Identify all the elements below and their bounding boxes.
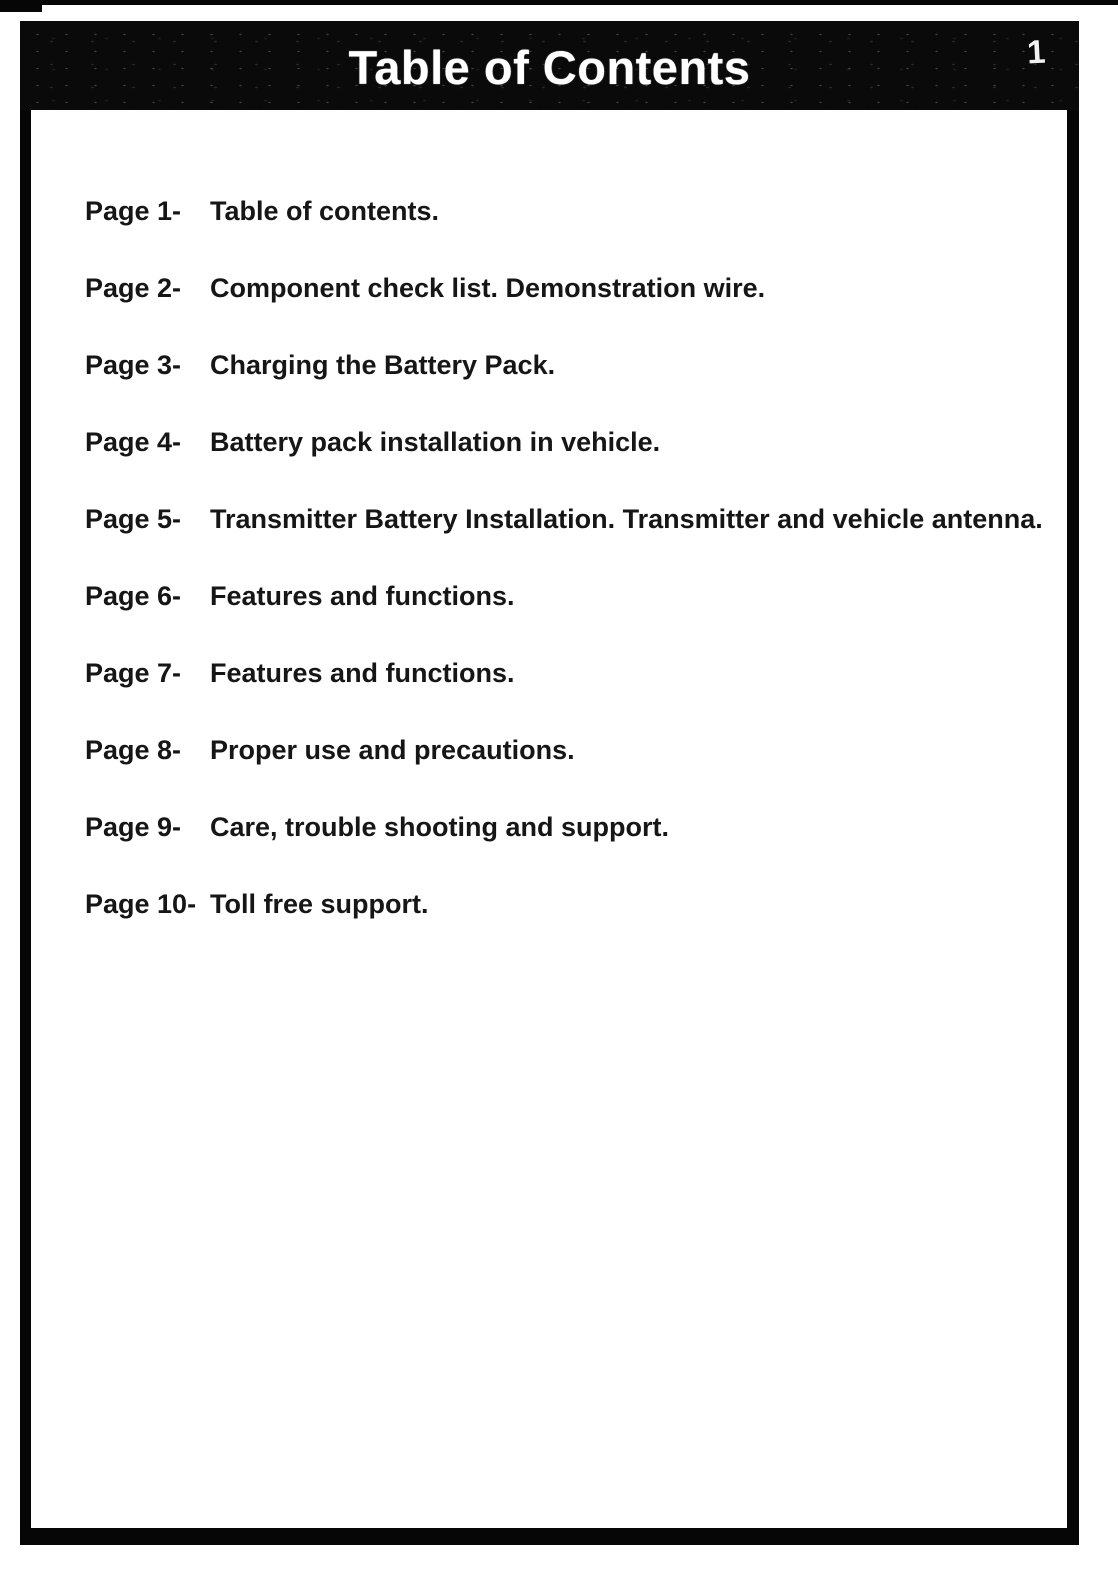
toc-page-label: Page 1- (85, 196, 182, 226)
toc-page-label: Page 2- (85, 273, 182, 303)
toc-entry: Page 2- Component check list. Demonstrat… (31, 273, 1067, 350)
toc-entry-text: Charging the Battery Pack. (210, 350, 556, 380)
toc-list: Page 1- Table of contents. Page 2- Compo… (31, 110, 1067, 966)
page-border-bottom (20, 1528, 1079, 1545)
toc-entry: Page 6- Features and functions. (31, 581, 1067, 658)
toc-entry-text: Toll free support. (210, 889, 429, 919)
toc-entry-text: Table of contents. (210, 196, 440, 226)
toc-entry-text: Battery pack installation in vehicle. (210, 427, 661, 457)
header-banner: Table of Contents 1 (20, 21, 1079, 110)
toc-page-label: Page 7- (85, 658, 182, 688)
toc-page-label: Page 4- (85, 427, 182, 457)
toc-entry: Page 5- Transmitter Battery Installation… (31, 504, 1067, 581)
toc-entry-text: Proper use and precautions. (210, 735, 575, 765)
toc-page-label: Page 8- (85, 735, 182, 765)
page-number: 1 (1025, 32, 1046, 71)
toc-entry: Page 1- Table of contents. (31, 196, 1067, 273)
toc-page-label: Page 5- (85, 504, 182, 534)
toc-page-label: Page 3- (85, 350, 182, 380)
toc-entry: Page 7- Features and functions. (31, 658, 1067, 735)
toc-page-label: Page 6- (85, 581, 182, 611)
toc-entry-text: Care, trouble shooting and support. (210, 812, 669, 842)
toc-entry-text: Features and functions. (210, 581, 515, 611)
page-title: Table of Contents (348, 41, 751, 94)
toc-entry: Page 3- Charging the Battery Pack. (31, 350, 1067, 427)
toc-page-label: Page 10- (85, 889, 197, 919)
toc-page-label: Page 9- (85, 812, 182, 842)
page-border-right (1067, 110, 1079, 1530)
toc-entry-text: Transmitter Battery Installation. Transm… (210, 504, 1043, 534)
scan-artifact-corner (0, 0, 42, 12)
toc-entry-text: Features and functions. (210, 658, 515, 688)
toc-entry: Page 8- Proper use and precautions. (31, 735, 1067, 812)
toc-entry: Page 10- Toll free support. (31, 889, 1067, 966)
scan-artifact-top-strip (0, 0, 1118, 5)
toc-entry: Page 4- Battery pack installation in veh… (31, 427, 1067, 504)
toc-entry: Page 9- Care, trouble shooting and suppo… (31, 812, 1067, 889)
page-border-left (20, 110, 31, 1530)
toc-entry-text: Component check list. Demonstration wire… (210, 273, 766, 303)
